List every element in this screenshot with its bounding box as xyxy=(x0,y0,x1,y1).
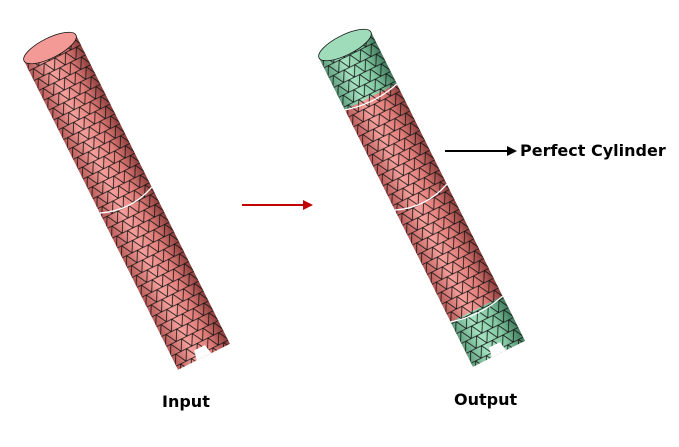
output-cylinder xyxy=(318,28,525,367)
input-cylinder xyxy=(23,31,230,370)
perfect-cylinder-label: Perfect Cylinder xyxy=(520,141,666,160)
transform-arrow xyxy=(242,200,313,210)
annotation-arrow xyxy=(445,146,517,156)
input-label: Input xyxy=(162,392,210,411)
output-label: Output xyxy=(454,390,518,409)
